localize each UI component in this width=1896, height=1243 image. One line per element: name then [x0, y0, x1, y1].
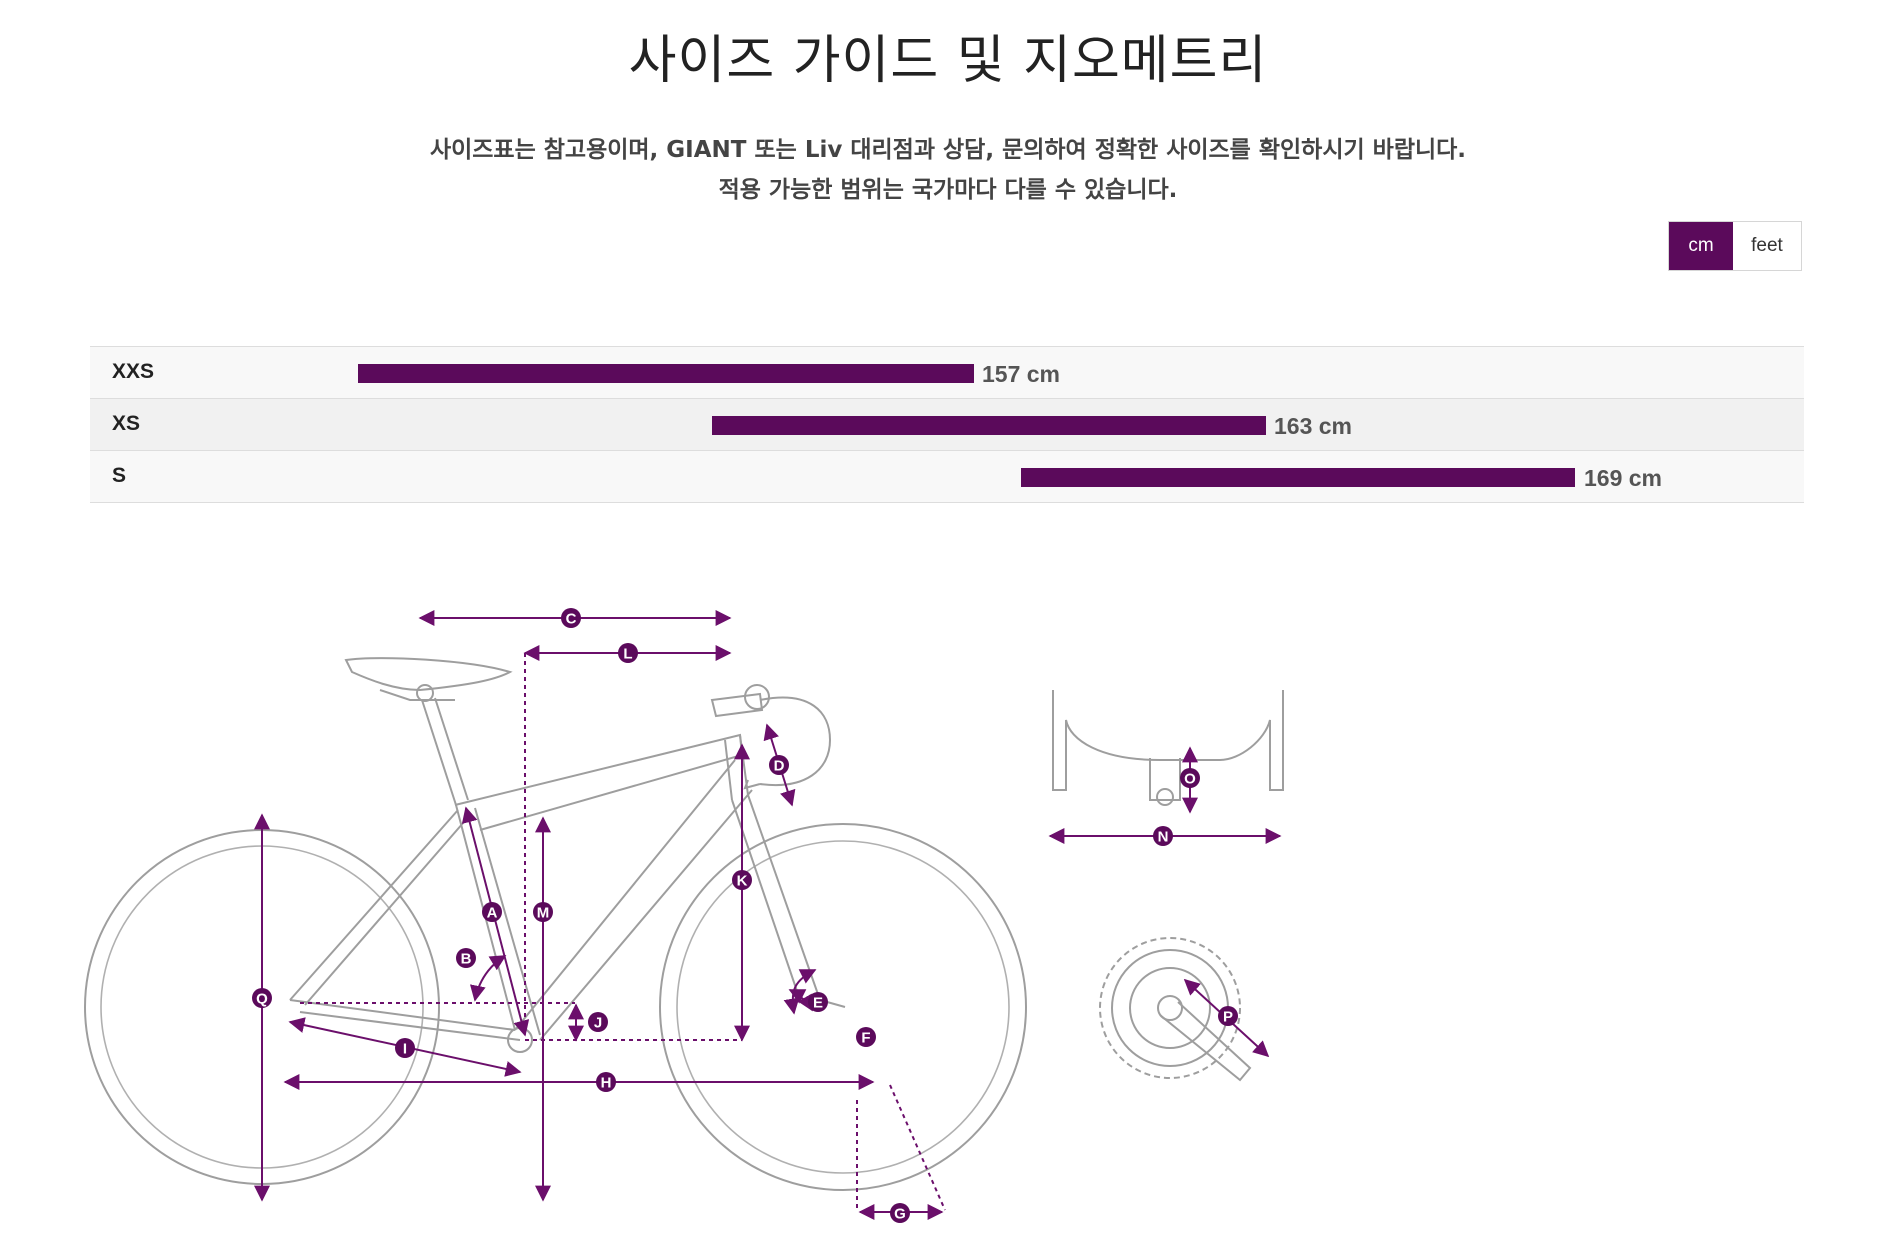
size-note-line-2: 적용 가능한 범위는 국가마다 다를 수 있습니다.	[718, 177, 1178, 203]
svg-text:G: G	[894, 1206, 906, 1223]
label-o-badge: O	[1180, 768, 1200, 788]
label-q-badge: Q	[252, 988, 272, 1008]
size-label: XS	[112, 412, 141, 435]
svg-text:P: P	[1223, 1009, 1233, 1026]
range-bar	[1021, 468, 1575, 487]
dimension-badges: A B C D E F G H I J K L M N O P Q	[252, 608, 1238, 1223]
unit-toggle: cm feet	[1668, 221, 1802, 271]
svg-text:H: H	[601, 1075, 612, 1092]
range-max-label: 163 cm	[1274, 413, 1353, 439]
label-b-badge: B	[456, 948, 476, 968]
label-e-badge: E	[808, 992, 828, 1012]
svg-text:J: J	[594, 1015, 602, 1032]
label-a-badge: A	[482, 902, 502, 922]
label-c-badge: C	[561, 608, 581, 628]
svg-text:E: E	[813, 995, 823, 1012]
label-i-badge: I	[395, 1038, 415, 1058]
range-bar	[358, 364, 974, 383]
size-label: XXS	[112, 360, 155, 383]
svg-text:N: N	[1158, 829, 1169, 846]
label-j-badge: J	[588, 1012, 608, 1032]
svg-text:K: K	[737, 873, 748, 890]
size-label: S	[112, 464, 127, 487]
svg-text:C: C	[566, 611, 577, 628]
svg-text:O: O	[1184, 771, 1196, 788]
size-note-line-1: 사이즈표는 참고용이며, GIANT 또는 Liv 대리점과 상담, 문의하여 …	[429, 137, 1467, 163]
svg-text:L: L	[623, 646, 632, 663]
label-l-badge: L	[618, 643, 638, 663]
range-max-label: 169 cm	[1584, 465, 1663, 491]
size-row-xxs: XXS 145 cm 157 cm	[90, 347, 1804, 399]
label-f-badge: F	[856, 1027, 876, 1047]
svg-text:B: B	[461, 951, 472, 968]
label-d-badge: D	[769, 755, 789, 775]
label-p-badge: P	[1218, 1006, 1238, 1026]
unit-cm-button[interactable]: cm	[1669, 222, 1733, 270]
svg-text:A: A	[487, 905, 498, 922]
unit-feet-button[interactable]: feet	[1733, 222, 1801, 270]
svg-text:I: I	[403, 1041, 407, 1058]
label-n-badge: N	[1153, 826, 1173, 846]
svg-text:M: M	[537, 905, 550, 922]
svg-text:F: F	[861, 1030, 870, 1047]
size-row-s: S 158 cm 169 cm	[90, 451, 1804, 503]
range-bar	[712, 416, 1266, 435]
label-m-badge: M	[533, 902, 553, 922]
label-k-badge: K	[732, 870, 752, 890]
svg-text:D: D	[774, 758, 785, 775]
svg-text:Q: Q	[256, 991, 268, 1008]
label-h-badge: H	[596, 1072, 616, 1092]
bike-illustration	[84, 657, 1284, 1191]
page-title: 사이즈 가이드 및 지오메트리	[628, 31, 1268, 91]
label-g-badge: G	[890, 1203, 910, 1223]
range-max-label: 157 cm	[982, 361, 1061, 387]
size-row-xs: XS 152 cm 163 cm	[90, 399, 1804, 451]
size-range-table: XXS 145 cm 157 cm XS 152 cm 163 cm S 158…	[90, 346, 1804, 503]
